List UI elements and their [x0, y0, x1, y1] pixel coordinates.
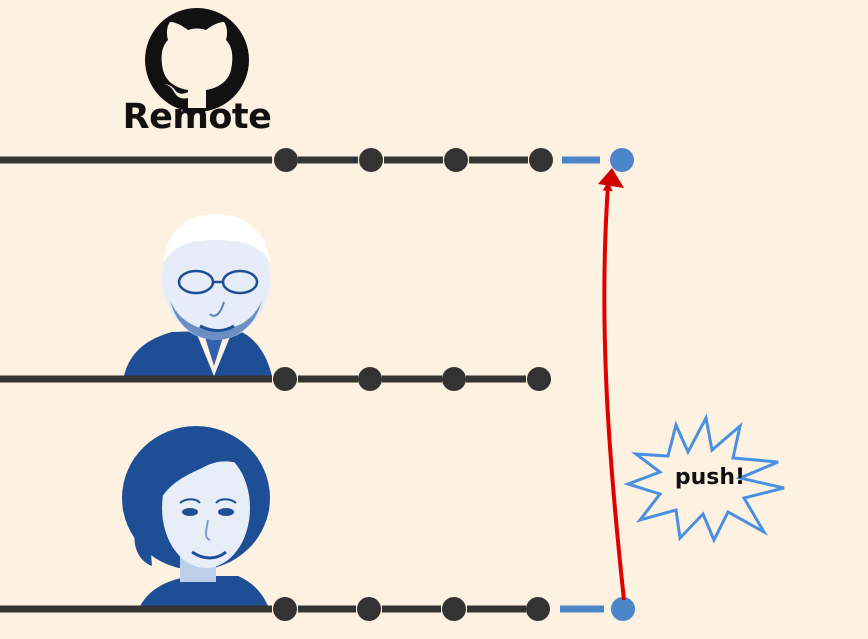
collaborator-2-commit-4 — [526, 597, 550, 621]
collaborator-2-new-commit — [611, 597, 635, 621]
collaborator-2-commits — [273, 597, 635, 621]
remote-commit-3 — [444, 148, 468, 172]
collaborator-2-portrait — [122, 426, 270, 606]
remote-commit-1 — [274, 148, 298, 172]
push-arrow-head — [598, 168, 624, 188]
github-icon — [145, 8, 249, 112]
push-label-overlay: push! — [674, 465, 746, 490]
collaborator-1-commit-3 — [442, 367, 466, 391]
remote-commit-2 — [359, 148, 383, 172]
collaborator-2-commit-3 — [442, 597, 466, 621]
push-arrow — [602, 181, 626, 601]
remote-pushed-commit — [610, 148, 634, 172]
collaborator-1-commit-1 — [273, 367, 297, 391]
collaborator-1-commit-2 — [358, 367, 382, 391]
push-burst — [623, 413, 785, 544]
remote-commit-4 — [529, 148, 553, 172]
remote-label: Remote — [122, 97, 272, 137]
collaborator-2-commit-1 — [273, 597, 297, 621]
collaborator-1-portrait — [124, 214, 272, 376]
remote-commits — [274, 148, 634, 172]
collaborator-1-commits — [273, 367, 551, 391]
collaborator-2-commit-2 — [357, 597, 381, 621]
collaborator-1-commit-4 — [527, 367, 551, 391]
